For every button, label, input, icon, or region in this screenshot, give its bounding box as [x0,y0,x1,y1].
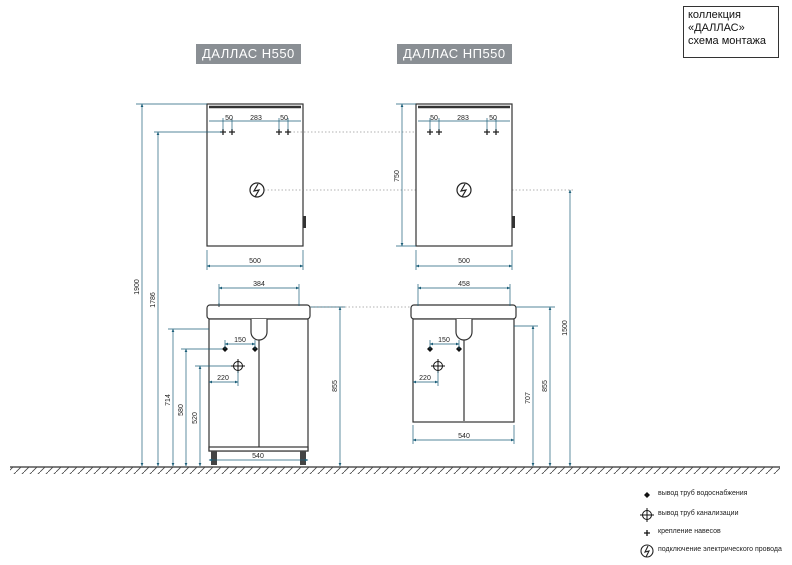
model-title-right: ДАЛЛАС НП550 [397,44,512,64]
right-dim-1500: 1500 [562,320,569,336]
left-pipe-spacing-label: 150 [234,337,246,344]
left-dim-714: 714 [165,394,172,406]
left-vanity-cabinet [206,303,311,465]
right-pipe-spacing-label: 150 [438,337,450,344]
right-vanity-cabinet [410,304,517,423]
right-cabinet-width-dim [412,425,515,444]
scheme-label: схема монтажа [688,35,766,47]
left-dim-520: 520 [192,412,199,424]
legend-electric-label: подключение электрического провода [658,546,782,553]
right-dim-283: 283 [457,115,469,122]
legend-drain-label: вывод труб канализации [658,510,739,517]
left-dim-580: 580 [178,404,185,416]
right-basin-width-label: 458 [458,281,470,288]
collection-name: «ДАЛЛАС» [688,22,745,34]
right-dim-855: 855 [542,380,549,392]
left-basin-width-label: 384 [253,281,265,288]
legend-water-label: вывод труб водоснабжения [658,490,748,497]
right-drain-offset-label: 220 [419,375,431,382]
right-cabinet-width-label: 540 [458,433,470,440]
right-mirror-width-dim [415,250,513,270]
right-drain-offset-dim [412,371,439,386]
legend-electric-icon [640,544,654,558]
left-dim-1900: 1900 [134,279,141,295]
left-pipe-spacing-dim [224,340,256,349]
left-mirror-width-dim [206,250,304,270]
right-mirror-width-label: 500 [458,258,470,265]
right-mirror-height-dim [396,103,416,247]
right-basin-width-dim [417,284,511,306]
left-drain-mark [231,359,245,373]
left-drain-offset-dim [208,371,239,386]
legend-hinge-icon [644,530,650,536]
left-dim-855: 855 [332,380,339,392]
right-dim-50-b: 50 [489,115,497,122]
left-dim-283: 283 [250,115,262,122]
right-dim-707: 707 [525,392,532,404]
left-dim-50-a: 50 [225,115,233,122]
left-dim-1786: 1786 [150,292,157,308]
left-dim-50-b: 50 [280,115,288,122]
left-vertical-dims [136,103,345,467]
collection-info-box: коллекция «ДАЛЛАС» схема монтажа [683,6,779,58]
right-top-dim-lines [418,118,510,130]
left-cabinet-width-label: 540 [252,453,264,460]
left-electric-outlet-icon [249,182,265,198]
right-dim-750: 750 [394,170,401,182]
left-mirror-cabinet [206,103,306,247]
right-pipe-spacing-dim [429,340,460,349]
right-vertical-dims [514,189,572,467]
legend-water-icon [644,492,650,498]
left-basin-width-dim [218,284,300,306]
right-mirror-cabinet [415,103,515,247]
legend-drain-icon [640,508,654,522]
collection-label: коллекция [688,9,741,21]
model-title-left: ДАЛЛАС Н550 [196,44,301,64]
left-mirror-width-label: 500 [249,258,261,265]
floor [10,466,780,474]
right-dim-50-a: 50 [430,115,438,122]
right-drain-mark [431,359,445,373]
left-top-dim-lines [209,118,301,130]
left-drain-offset-label: 220 [217,375,229,382]
legend-hinge-label: крепление навесов [658,528,721,535]
right-electric-outlet-icon [456,182,472,198]
